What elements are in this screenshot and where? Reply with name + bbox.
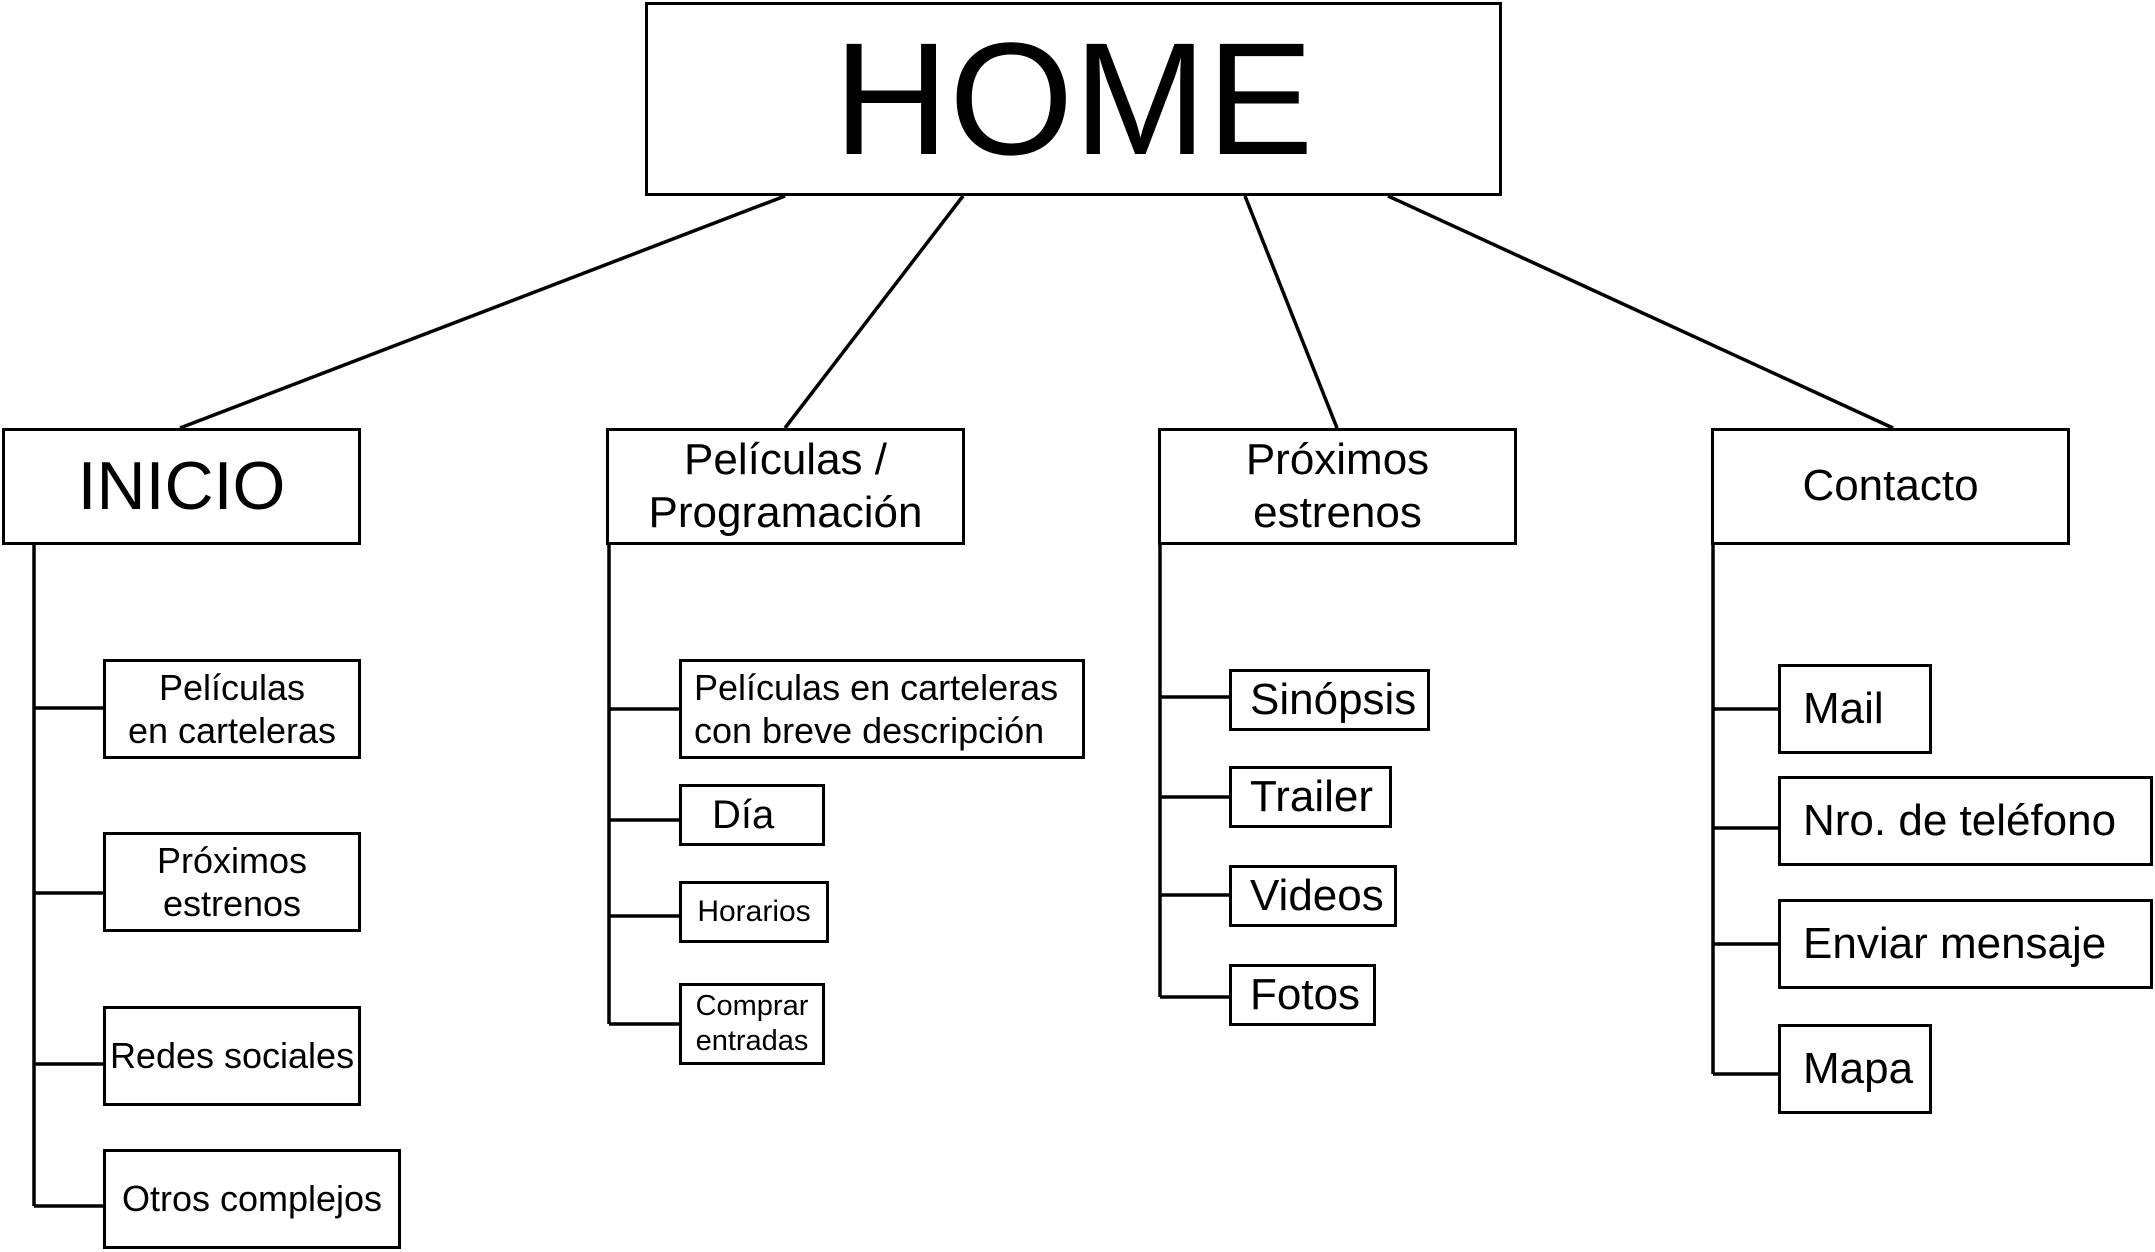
child-label: Día (712, 793, 775, 837)
child-label: Fotos (1250, 969, 1361, 1019)
child-label: Próximos estrenos (156, 839, 308, 924)
child-box: Otros complejos (103, 1149, 401, 1249)
child-box: Películas en carteleras con breve descri… (679, 659, 1085, 759)
child-box: Videos (1229, 865, 1397, 927)
child-box: Fotos (1229, 964, 1376, 1026)
child-box: Mail (1778, 664, 1932, 754)
section-box-inicio: INICIO (2, 428, 361, 545)
section-box-contacto: Contacto (1711, 428, 2070, 545)
section-label-peliculas: Películas / Programación (648, 434, 923, 537)
section-box-peliculas: Películas / Programación (606, 428, 965, 545)
home-label: HOME (833, 9, 1314, 188)
child-label: Comprar entradas (695, 990, 809, 1057)
section-label-inicio: INICIO (77, 447, 286, 524)
child-box: Horarios (679, 881, 829, 943)
child-label: Trailer (1250, 771, 1374, 821)
connector-home-contacto (1387, 194, 1894, 430)
child-label: Enviar mensaje (1803, 918, 2107, 968)
home-box: HOME (645, 2, 1502, 196)
child-box: Películas en carteleras (103, 659, 361, 759)
child-label: Videos (1250, 870, 1384, 920)
connector-home-proximos (1243, 195, 1339, 429)
connector-home-inicio (179, 194, 786, 430)
child-label: Nro. de teléfono (1803, 795, 2117, 845)
section-box-proximos: Próximos estrenos (1158, 428, 1517, 545)
child-label: Películas en carteleras (127, 666, 337, 751)
child-box: Mapa (1778, 1024, 1932, 1114)
child-label: Redes sociales (109, 1035, 355, 1077)
child-box: Día (679, 784, 825, 846)
section-label-contacto: Contacto (1802, 461, 1979, 511)
child-label: Horarios (697, 895, 811, 928)
child-box: Trailer (1229, 766, 1392, 828)
child-label: Mapa (1803, 1043, 1914, 1093)
child-label: Otros complejos (121, 1178, 383, 1220)
section-label-proximos: Próximos estrenos (1245, 434, 1430, 537)
child-label: Películas en carteleras con breve descri… (694, 666, 1059, 751)
child-box: Nro. de teléfono (1778, 776, 2153, 866)
child-box: Próximos estrenos (103, 832, 361, 932)
child-label: Mail (1803, 683, 1884, 733)
child-box: Sinópsis (1229, 669, 1430, 731)
child-label: Sinópsis (1250, 674, 1417, 724)
connector-home-peliculas (783, 194, 965, 430)
child-box: Redes sociales (103, 1006, 361, 1106)
child-box: Comprar entradas (679, 983, 825, 1065)
child-box: Enviar mensaje (1778, 899, 2153, 989)
